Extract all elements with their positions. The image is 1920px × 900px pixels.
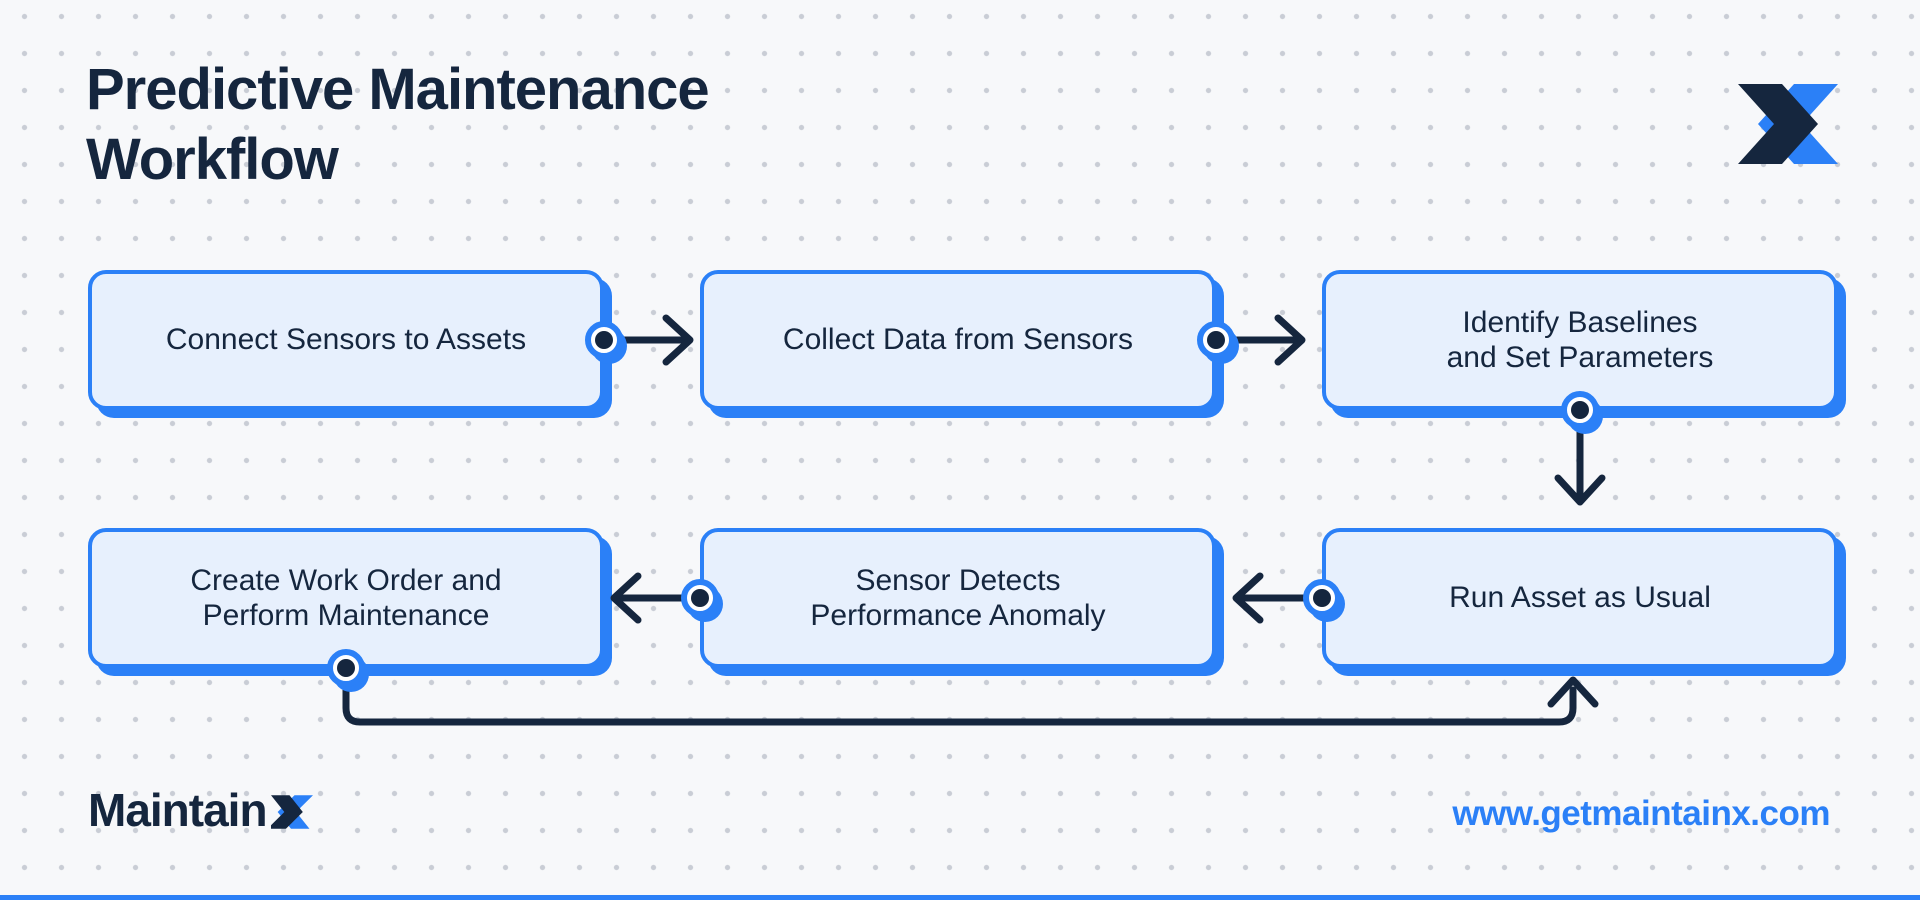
step-box-identify-baselines: Identify Baselines and Set Parameters [1322,270,1838,410]
arrowhead-step2-step3 [1274,314,1306,366]
step-box-collect-data: Collect Data from Sensors [700,270,1216,410]
arrowhead-step5-step6 [610,572,642,624]
arrowhead-step3-step4 [1554,474,1606,506]
bottom-accent-bar [0,895,1920,900]
logo-navy-chevron [1738,84,1818,164]
maintainx-x-logo-icon [1738,84,1838,164]
step-box-run-asset: Run Asset as Usual [1322,528,1838,668]
brand-x-icon [270,795,313,829]
loop-line-step6-step4 [342,666,1577,726]
step-box-connect-sensors: Connect Sensors to Assets [88,270,604,410]
page-title: Predictive Maintenance Workflow [86,57,710,192]
website-url: www.getmaintainx.com [1452,794,1830,833]
footer-brand: Maintain [88,784,313,836]
step-box-create-work-order: Create Work Order and Perform Maintenanc… [88,528,604,668]
brand-wordmark-text: Maintain [88,784,268,836]
arrowhead-step4-step5 [1232,572,1264,624]
arrowhead-step1-step2 [662,314,694,366]
arrowhead-loop-step4 [1547,676,1599,708]
step-box-sensor-detects: Sensor Detects Performance Anomaly [700,528,1216,668]
